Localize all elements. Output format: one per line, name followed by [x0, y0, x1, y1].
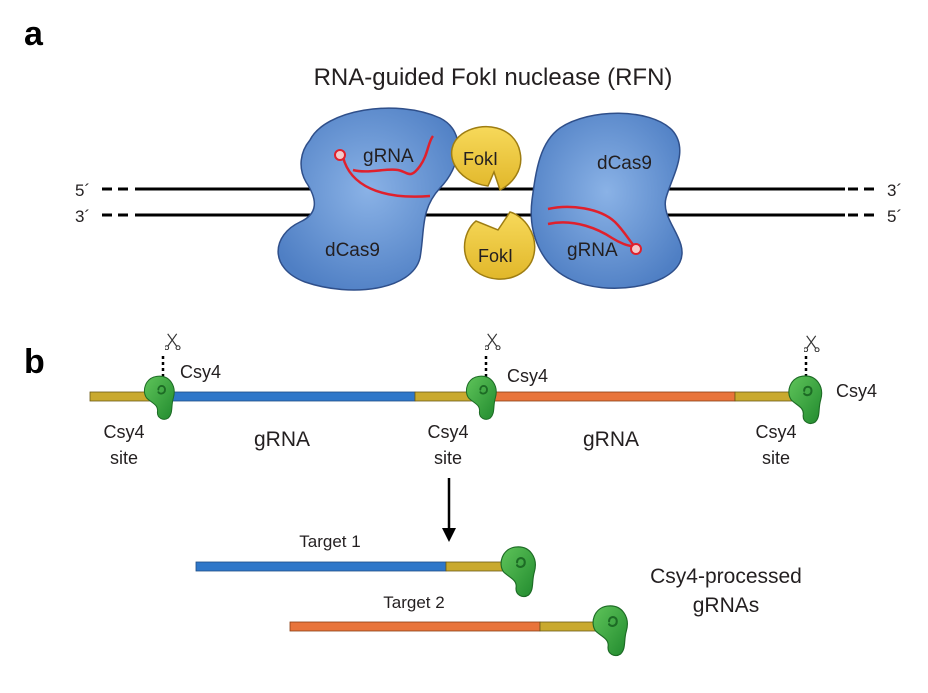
- panel-a-title: RNA-guided FokI nuclease (RFN): [314, 64, 673, 91]
- left-dcas9-label: dCas9: [325, 240, 380, 261]
- strand-bottom-left-label: 3´: [75, 207, 90, 226]
- dcas9-left-protein: [277, 107, 459, 291]
- csy4-site-label-1-line2: site: [110, 448, 138, 468]
- processed-grna-1: [195, 561, 515, 572]
- foki-top-domain: [450, 126, 522, 192]
- csy4-protein-2: [465, 375, 498, 421]
- panel-a-letter: a: [24, 15, 44, 53]
- foki-top-label: FokI: [463, 149, 498, 169]
- target-1-label: Target 1: [299, 532, 360, 551]
- foki-bottom-domain: [463, 211, 536, 280]
- csy4-protein-1: [143, 375, 176, 421]
- csy4-site-label-2-line2: site: [434, 448, 462, 468]
- left-grna-label: gRNA: [363, 146, 414, 167]
- csy4-label-2: Csy4: [507, 366, 548, 386]
- scissors-icon: [485, 333, 501, 350]
- csy4-site-label-3-line1: Csy4: [755, 422, 796, 442]
- csy4-protein-bound-2: [592, 604, 629, 657]
- precursor-transcript: [89, 391, 796, 402]
- csy4-label-3: Csy4: [836, 381, 877, 401]
- right-dcas9-label: dCas9: [597, 153, 652, 174]
- panel-b-letter: b: [24, 343, 45, 381]
- right-grna-label: gRNA: [567, 240, 618, 261]
- grna-segment-label-2: gRNA: [583, 428, 639, 451]
- processed-grna-2: [289, 621, 609, 632]
- csy4-protein-3: [787, 374, 823, 425]
- csy4-site-label-1-line1: Csy4: [103, 422, 144, 442]
- processed-grnas-label-line2: gRNAs: [693, 594, 760, 617]
- csy4-protein-bound-1: [500, 545, 537, 598]
- target-2-label: Target 2: [383, 593, 444, 612]
- grna-segment-label-1: gRNA: [254, 428, 310, 451]
- csy4-site-label-3-line2: site: [762, 448, 790, 468]
- dcas9-right-protein: [530, 112, 683, 289]
- processed-grnas-label-line1: Csy4-processed: [650, 565, 802, 588]
- strand-top-left-label: 5´: [75, 181, 90, 200]
- dna-double-strand: [102, 187, 880, 217]
- scissors-icon: [165, 333, 181, 350]
- scissors-icon: [804, 335, 820, 352]
- csy4-label-1: Csy4: [180, 362, 221, 382]
- strand-bottom-right-label: 5´: [887, 207, 902, 226]
- csy4-site-label-2-line1: Csy4: [427, 422, 468, 442]
- processing-arrow: [442, 478, 456, 542]
- foki-bottom-label: FokI: [478, 246, 513, 266]
- strand-top-right-label: 3´: [887, 181, 902, 200]
